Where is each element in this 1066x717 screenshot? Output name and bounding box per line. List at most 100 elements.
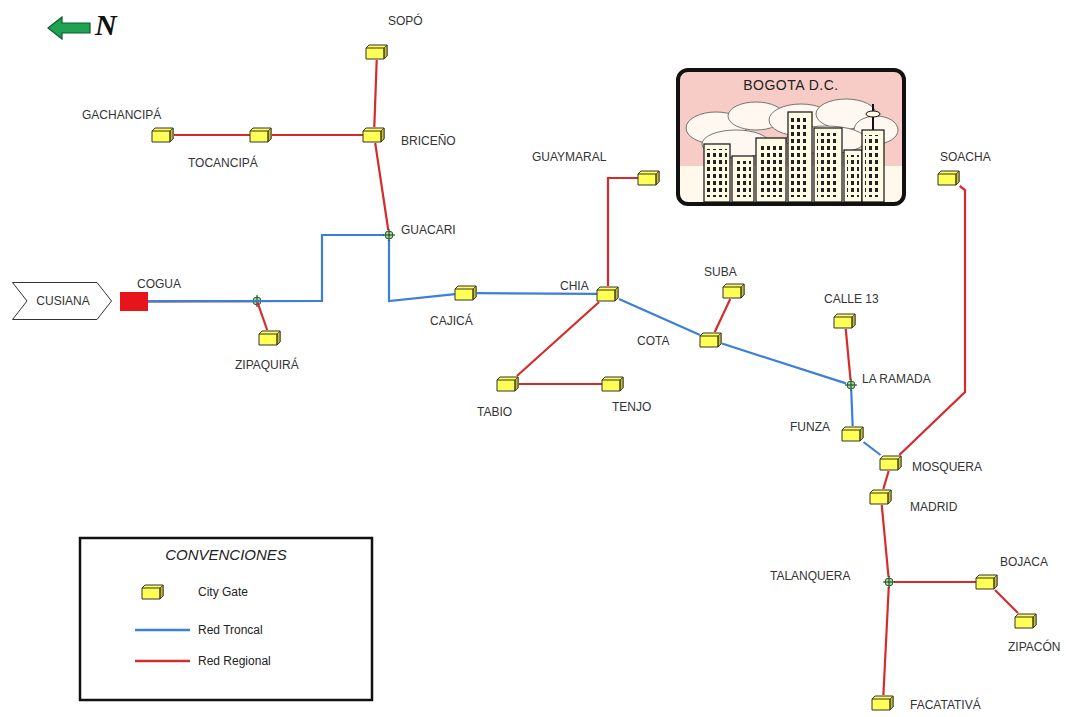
- regional-pipeline: [608, 178, 638, 286]
- city-gate: MADRID: [870, 489, 892, 505]
- legend-text: City Gate: [198, 585, 248, 599]
- place-label: CUSIANA: [27, 294, 99, 308]
- place-label: SOPÓ: [388, 14, 423, 28]
- legend-title: CONVENCIONES: [80, 546, 372, 563]
- node-shape: [880, 455, 902, 471]
- node-shape: [1015, 613, 1037, 629]
- regional-pipeline: [846, 329, 851, 380]
- city-gate: FUNZA: [842, 426, 864, 442]
- city-gate: TENJO: [602, 376, 624, 392]
- place-label: FUNZA: [790, 420, 830, 434]
- north-arrow: [48, 17, 90, 39]
- city-gate: SUBA: [723, 283, 745, 299]
- node-shape: [700, 332, 722, 348]
- node-shape: [363, 127, 385, 143]
- place-label: MOSQUERA: [912, 460, 982, 474]
- regional-pipeline: [272, 134, 363, 136]
- regional-pipeline: [174, 134, 250, 136]
- city-gate: COTA: [700, 332, 722, 348]
- place-label: COTA: [637, 334, 669, 348]
- legend-row: City Gate: [130, 582, 360, 602]
- node-shape: [455, 285, 477, 301]
- node-shape: [834, 313, 856, 329]
- city-box: BOGOTA D.C.: [676, 68, 906, 206]
- legend-gate-icon: [130, 582, 192, 602]
- node-shape: [366, 44, 388, 60]
- regional-pipeline: [995, 590, 1018, 613]
- regional-pipeline: [883, 471, 888, 489]
- regional-pipeline: [882, 505, 889, 577]
- city-gate: CHIA: [597, 286, 619, 302]
- city-gate: ZIPACÓN: [1015, 613, 1037, 629]
- place-label: GACHANCIPÁ: [82, 108, 161, 122]
- place-label: BRICEÑO: [401, 134, 456, 148]
- node-shape: [597, 286, 619, 302]
- node-shape: [870, 489, 892, 505]
- node-shape: [384, 230, 394, 240]
- regional-pipeline: [715, 299, 730, 332]
- trunk-pipeline: [619, 299, 700, 335]
- legend-line-sample: [130, 620, 192, 640]
- source-arrow: CUSIANA: [12, 282, 112, 320]
- place-label: GUAYMARAL: [532, 150, 606, 164]
- node-shape: [152, 127, 174, 143]
- place-label: FACATATIVÁ: [910, 698, 981, 712]
- regional-pipeline: [148, 301, 267, 330]
- city-gate: ZIPAQUIRÁ: [259, 330, 281, 346]
- regional-pipeline: [883, 587, 888, 695]
- place-label: BOJACA: [1000, 555, 1048, 569]
- regional-pipeline: [894, 581, 976, 583]
- node-shape: [723, 283, 745, 299]
- compressor-station: COGUA: [120, 292, 148, 311]
- place-label: COGUA: [137, 277, 181, 291]
- city-gate: TABIO: [497, 376, 519, 392]
- node-shape: [250, 127, 272, 143]
- legend-text: Red Regional: [198, 654, 271, 668]
- node-shape: [976, 574, 998, 590]
- regional-pipeline: [375, 143, 388, 230]
- city-gate: BRICEÑO: [363, 127, 385, 143]
- node-shape: [938, 170, 960, 186]
- junction-node: TALANQUERA: [884, 577, 894, 587]
- city-gate: CAJICÁ: [455, 285, 477, 301]
- junction-node: LA RAMADA: [846, 380, 856, 390]
- legend-frame: [80, 538, 372, 700]
- node-shape: [638, 170, 660, 186]
- place-label: SUBA: [704, 265, 737, 279]
- place-label: ZIPACÓN: [1008, 640, 1060, 654]
- place-label: MADRID: [910, 500, 957, 514]
- trunk-pipeline: [851, 390, 852, 426]
- node-shape: [884, 577, 894, 587]
- place-label: TOCANCIPÁ: [188, 156, 258, 170]
- regional-pipeline: [517, 302, 599, 376]
- place-label: TALANQUERA: [770, 569, 850, 583]
- legend-row: Red Regional: [130, 651, 360, 671]
- trunk-pipeline: [148, 235, 384, 301]
- legend-line-sample: [130, 651, 192, 671]
- node-shape: [602, 376, 624, 392]
- regional-pipeline: [374, 60, 376, 127]
- junction-node: GUACARI: [384, 230, 394, 240]
- place-label: BOGOTA D.C.: [676, 78, 906, 92]
- place-label: TENJO: [612, 400, 651, 414]
- place-label: TABIO: [477, 405, 512, 419]
- city-gate: CALLE 13: [834, 313, 856, 329]
- city-gate: SOPÓ: [366, 44, 388, 60]
- place-label: GUACARI: [401, 223, 456, 237]
- legend-row: Red Troncal: [130, 620, 360, 640]
- city-gate: GUAYMARAL: [638, 170, 660, 186]
- node-shape: [120, 292, 148, 311]
- city-gate: FACATATIVÁ: [872, 695, 894, 711]
- north-letter: N: [95, 8, 117, 42]
- legend-text: Red Troncal: [198, 623, 263, 637]
- place-label: CALLE 13: [824, 292, 879, 306]
- node-shape: [872, 695, 894, 711]
- place-label: SOACHA: [940, 150, 991, 164]
- node-shape: [846, 380, 856, 390]
- node-shape: [259, 330, 281, 346]
- city-gate: GACHANCIPÁ: [152, 127, 174, 143]
- place-label: ZIPAQUIRÁ: [235, 358, 299, 372]
